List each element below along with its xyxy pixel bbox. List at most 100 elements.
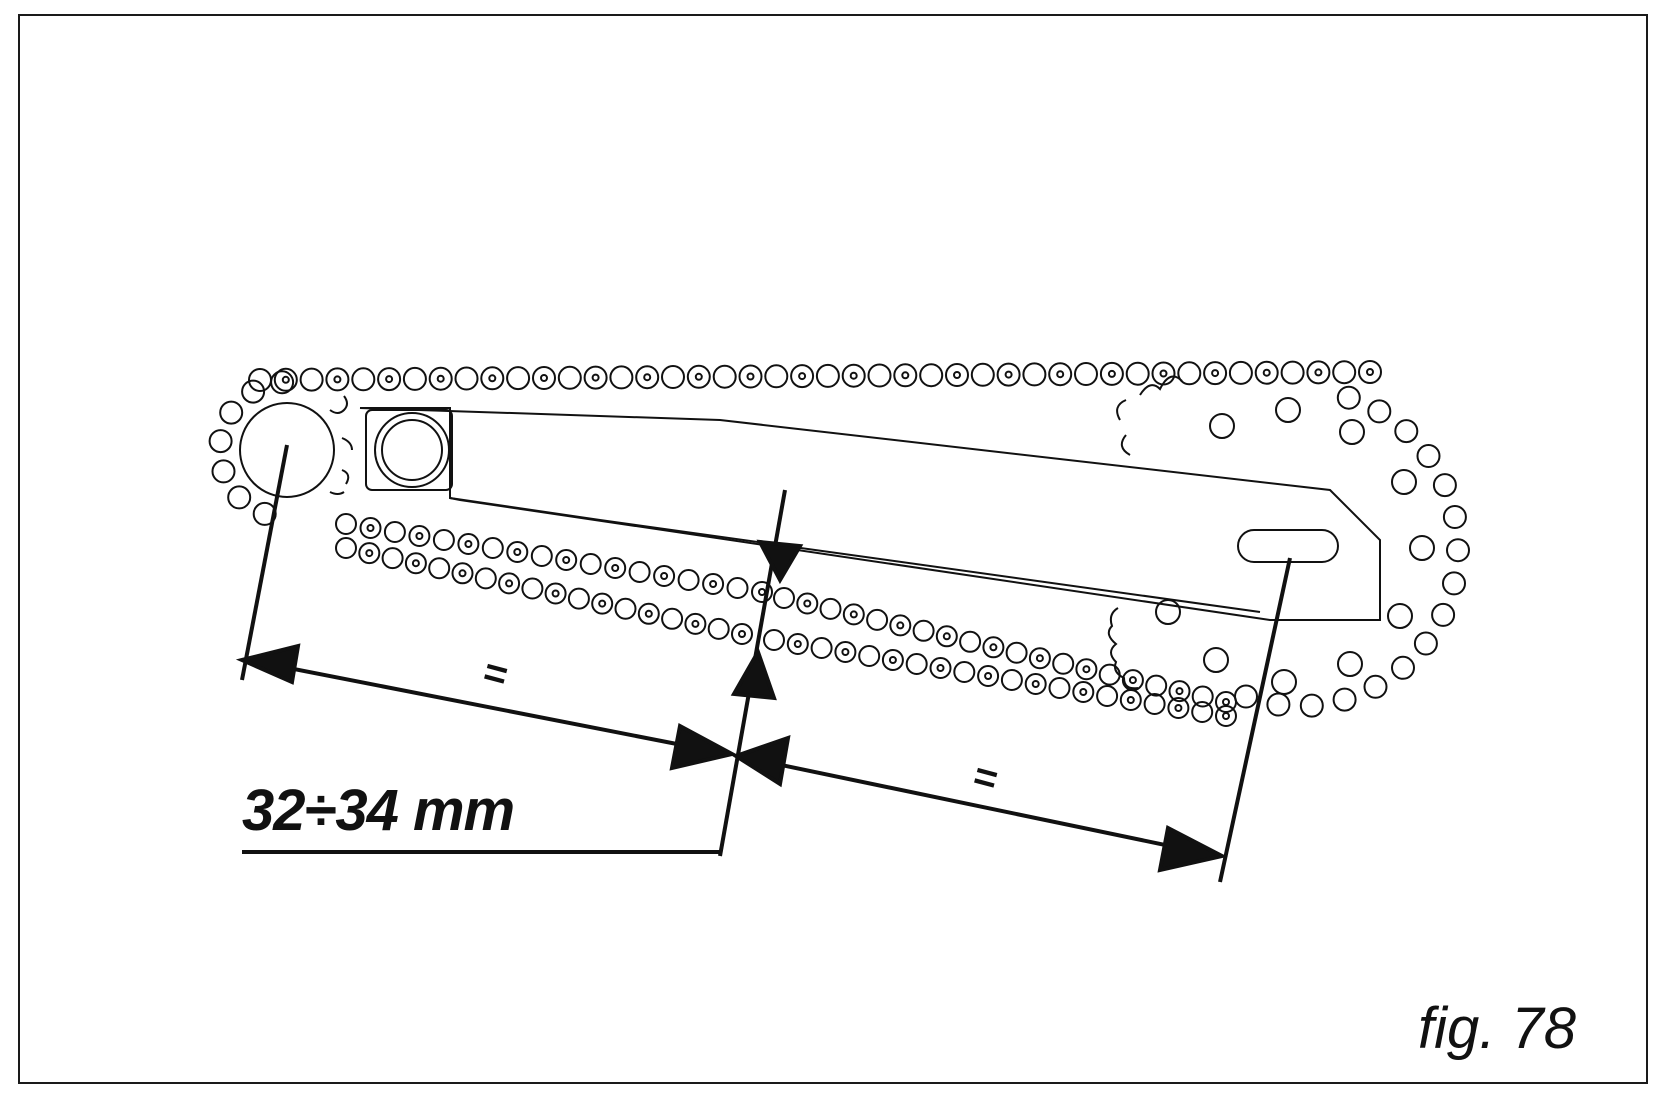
chain-link [521,577,544,600]
chain-link [1121,669,1144,692]
chain-link [929,657,952,679]
chain-pin [953,371,961,379]
chain-pin [798,372,807,381]
chain-link [1363,674,1388,699]
chain-link [1099,361,1124,386]
chain-pin [888,656,897,664]
figure-frame [18,14,1648,1084]
dimension-arrow-icon [730,647,777,701]
chain-link [1191,685,1214,708]
chain-link [661,365,685,389]
chain-link [498,572,521,595]
chain-link [591,592,614,615]
chain-pin [562,556,571,564]
chain-link [712,364,737,389]
chain-link [428,366,453,391]
chain-link [1005,641,1028,664]
dimension-arrow-icon [669,722,738,771]
chain-link [451,562,474,585]
chain-link [919,363,944,388]
chain-link [481,537,504,559]
chain-pin [1314,368,1323,377]
chain-link [1280,360,1305,385]
chain-link [474,567,497,590]
chain-pin [849,610,858,619]
chain-pin [1366,368,1374,376]
tension-value-label: 32÷34 mm [242,778,515,843]
chain-link [1074,362,1098,386]
chain-pin [411,559,420,568]
chain-link [1228,360,1253,385]
chain-link [1177,361,1202,386]
chain-pin [1035,654,1044,663]
chain-pin [984,672,993,680]
chain-pin [591,373,600,382]
chain-pin [643,373,652,382]
chain-link [628,561,651,583]
chain-pin [333,375,342,384]
chain-pin [738,630,746,638]
chain-link [661,607,684,630]
chain-link [335,513,357,535]
chain-link [1266,692,1291,717]
chain-link [1394,419,1419,444]
dimension-line-right [737,754,1219,858]
dimension-arrow-icon [756,539,804,585]
chain-link [1048,362,1073,387]
chain-link [211,459,236,484]
chain-pin [1262,368,1271,377]
chain-link [935,625,958,648]
chain-link [1119,689,1142,711]
chain-link [579,553,602,575]
chain-pin [1004,370,1013,379]
chain-link [241,379,266,404]
chain-link [358,542,381,565]
chain-link [351,367,376,392]
chain-link [457,533,480,555]
chain-pin [488,374,497,383]
chain-upper-run [248,360,1382,392]
chain-link [707,617,730,640]
chain-link [912,619,935,642]
chain-link [609,365,634,390]
chain-link [555,549,578,571]
chain-link [866,608,889,631]
chain-link [635,365,660,390]
chain-link [834,641,857,663]
chain-pin [901,371,910,380]
chain-pin [1107,369,1116,378]
chain-pin [513,548,522,556]
chain-link [383,521,406,543]
chain-pin [458,569,467,578]
chain-link [325,367,350,392]
chain-link [842,603,865,626]
chain-link [1446,538,1470,563]
chain-link [1431,602,1456,627]
chain-link [773,587,795,609]
chain-link [1191,701,1214,723]
chain-link [1125,361,1150,386]
chain-link [532,366,556,390]
chain-link [273,367,298,392]
chain-link [858,645,881,667]
chain-link [945,363,969,387]
chain-link [1145,674,1168,697]
chain-link [731,623,753,645]
chain-link [763,629,785,651]
chain-link [1299,693,1324,718]
chain-link [1143,693,1166,715]
chain-pin [841,648,850,656]
left-sprocket [239,402,335,498]
chain-pin [746,372,755,381]
chain-link [738,364,763,389]
chain-pin [1056,370,1065,379]
chain-link [1052,652,1075,675]
chain-link [786,633,809,655]
chain-link [653,565,676,587]
chain-link [702,573,725,595]
chain-link [982,636,1005,659]
chain-link [1254,360,1279,385]
chain-pin [1031,680,1040,688]
chain-pin [366,524,375,532]
